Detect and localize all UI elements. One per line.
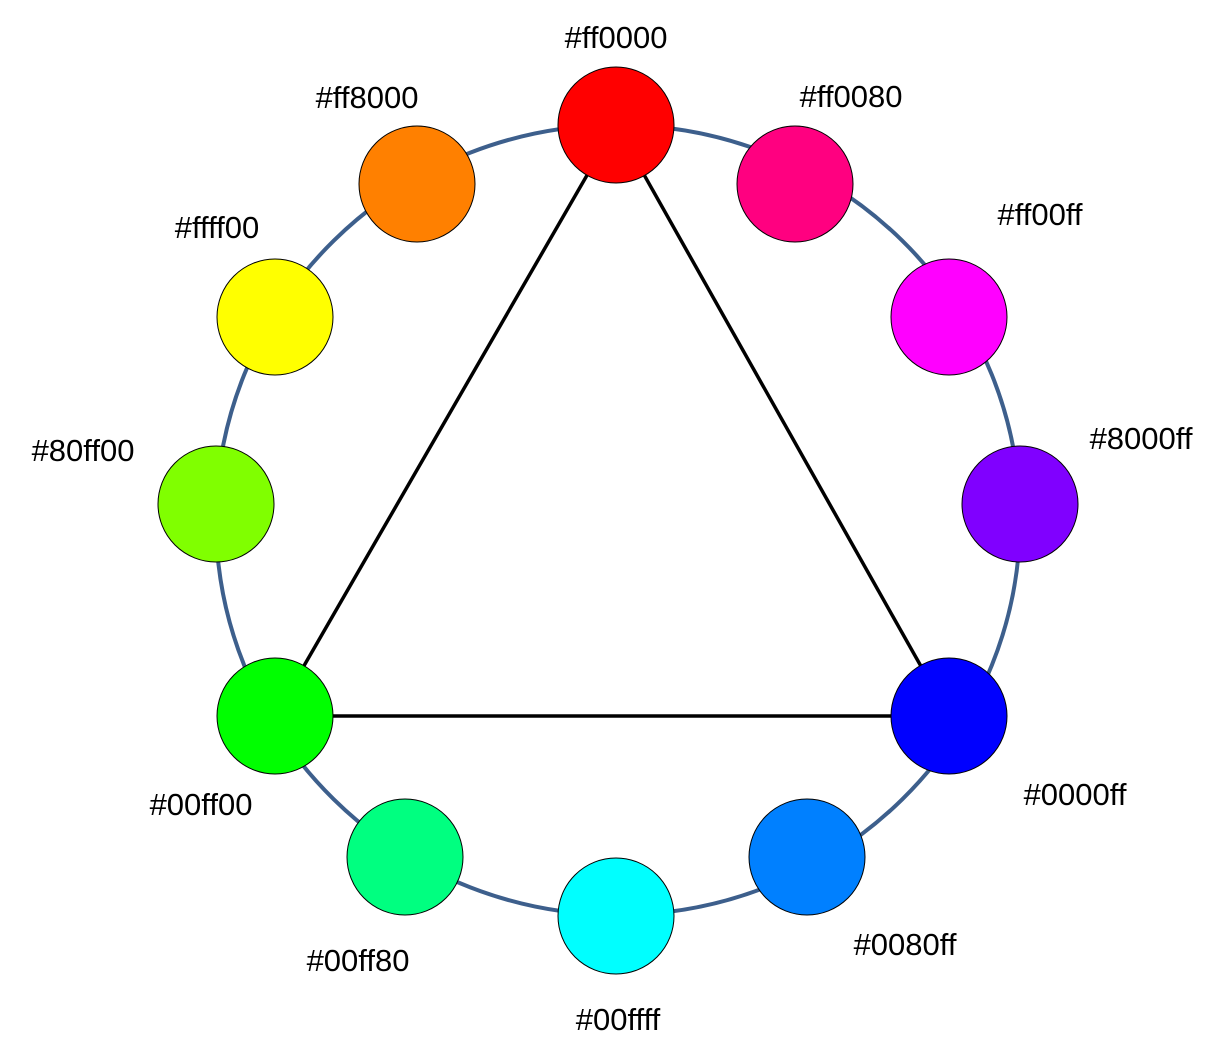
swatch-ffff00 (216, 258, 334, 376)
triad-line-0 (614, 124, 951, 717)
swatch-0000ff (890, 657, 1008, 775)
swatch-ff8000 (358, 125, 476, 243)
swatch-label-ffff00: #ffff00 (175, 210, 260, 245)
swatch-label-0080ff: #0080ff (854, 927, 957, 962)
swatch-label-00ff80: #00ff80 (307, 943, 410, 978)
swatch-ff0000 (557, 66, 675, 184)
swatch-80ff00 (157, 445, 275, 563)
swatch-ff0080 (736, 125, 854, 243)
swatch-label-00ffff: #00ffff (576, 1002, 661, 1037)
swatch-00ffff (557, 857, 675, 975)
swatch-label-80ff00: #80ff00 (32, 433, 135, 468)
swatch-8000ff (961, 445, 1079, 563)
triad-line-2 (273, 124, 618, 717)
swatch-00ff80 (346, 798, 464, 916)
swatch-label-00ff00: #00ff00 (150, 787, 253, 822)
swatch-label-ff8000: #ff8000 (316, 80, 419, 115)
swatch-label-0000ff: #0000ff (1024, 777, 1127, 812)
swatch-label-ff0000: #ff0000 (565, 20, 668, 55)
swatch-label-ff00ff: #ff00ff (997, 197, 1082, 232)
swatch-label-8000ff: #8000ff (1090, 421, 1193, 456)
swatch-ff00ff (890, 258, 1008, 376)
wheel-ring (214, 123, 1022, 917)
swatch-label-ff0080: #ff0080 (800, 79, 903, 114)
swatch-00ff00 (216, 657, 334, 775)
swatch-0080ff (748, 798, 866, 916)
